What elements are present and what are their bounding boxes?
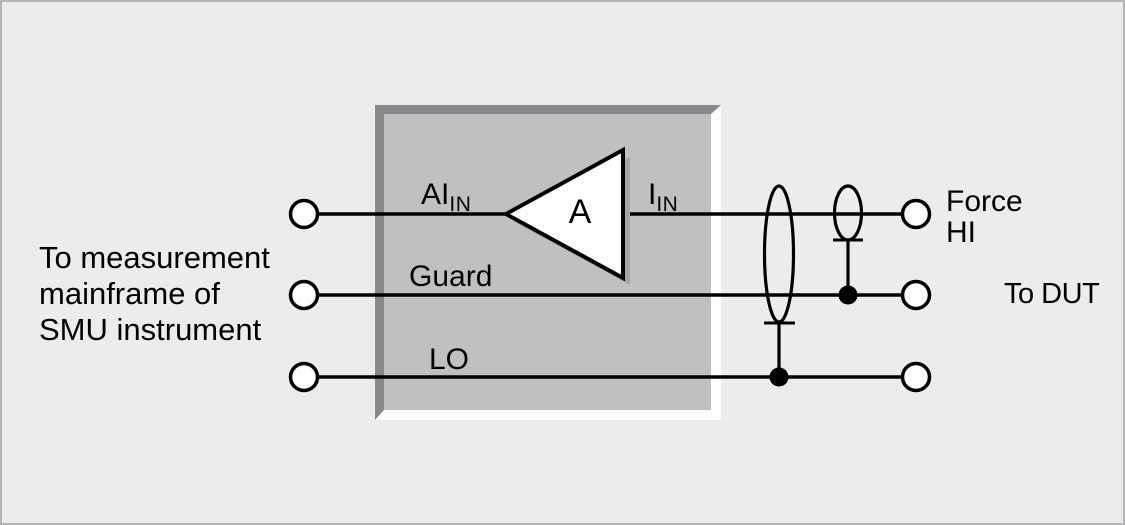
left-terminal-guard xyxy=(288,279,320,311)
source-note-line1: To measurement xyxy=(39,240,270,275)
source-note: To measurement mainframe of SMU instrume… xyxy=(39,240,270,348)
force-text: Force xyxy=(946,185,1023,218)
hi-text: HI xyxy=(946,216,976,249)
lo-signal-label: LO xyxy=(429,343,470,376)
iin-subscript: IN xyxy=(656,193,679,216)
guard-junction-dot xyxy=(838,285,858,305)
ain-main-text: AI xyxy=(421,178,450,211)
right-terminal-force-hi xyxy=(900,198,932,230)
source-note-line2: mainframe of xyxy=(39,276,220,311)
source-note-line3: SMU instrument xyxy=(39,312,262,347)
smu-amplifier-box xyxy=(375,105,721,420)
iin-signal-label: IIN xyxy=(648,178,678,216)
right-terminal-guard xyxy=(900,279,932,311)
ain-subscript: IN xyxy=(449,193,472,216)
outer-shield-ellipse xyxy=(762,184,796,324)
ain-signal-label: AIIN xyxy=(421,178,471,216)
amplifier-gain-label: A xyxy=(568,193,592,231)
amplifier-triangle xyxy=(501,146,625,282)
to-dut-label: To DUT xyxy=(1004,278,1100,310)
force-hi-label: Force HI xyxy=(946,186,1023,248)
iin-main-text: I xyxy=(648,178,657,211)
lo-junction-dot xyxy=(769,367,789,387)
guard-signal-label: Guard xyxy=(409,260,493,293)
left-terminal-lo xyxy=(288,361,320,393)
right-terminal-lo xyxy=(900,361,932,393)
left-terminal-ain xyxy=(288,198,320,230)
